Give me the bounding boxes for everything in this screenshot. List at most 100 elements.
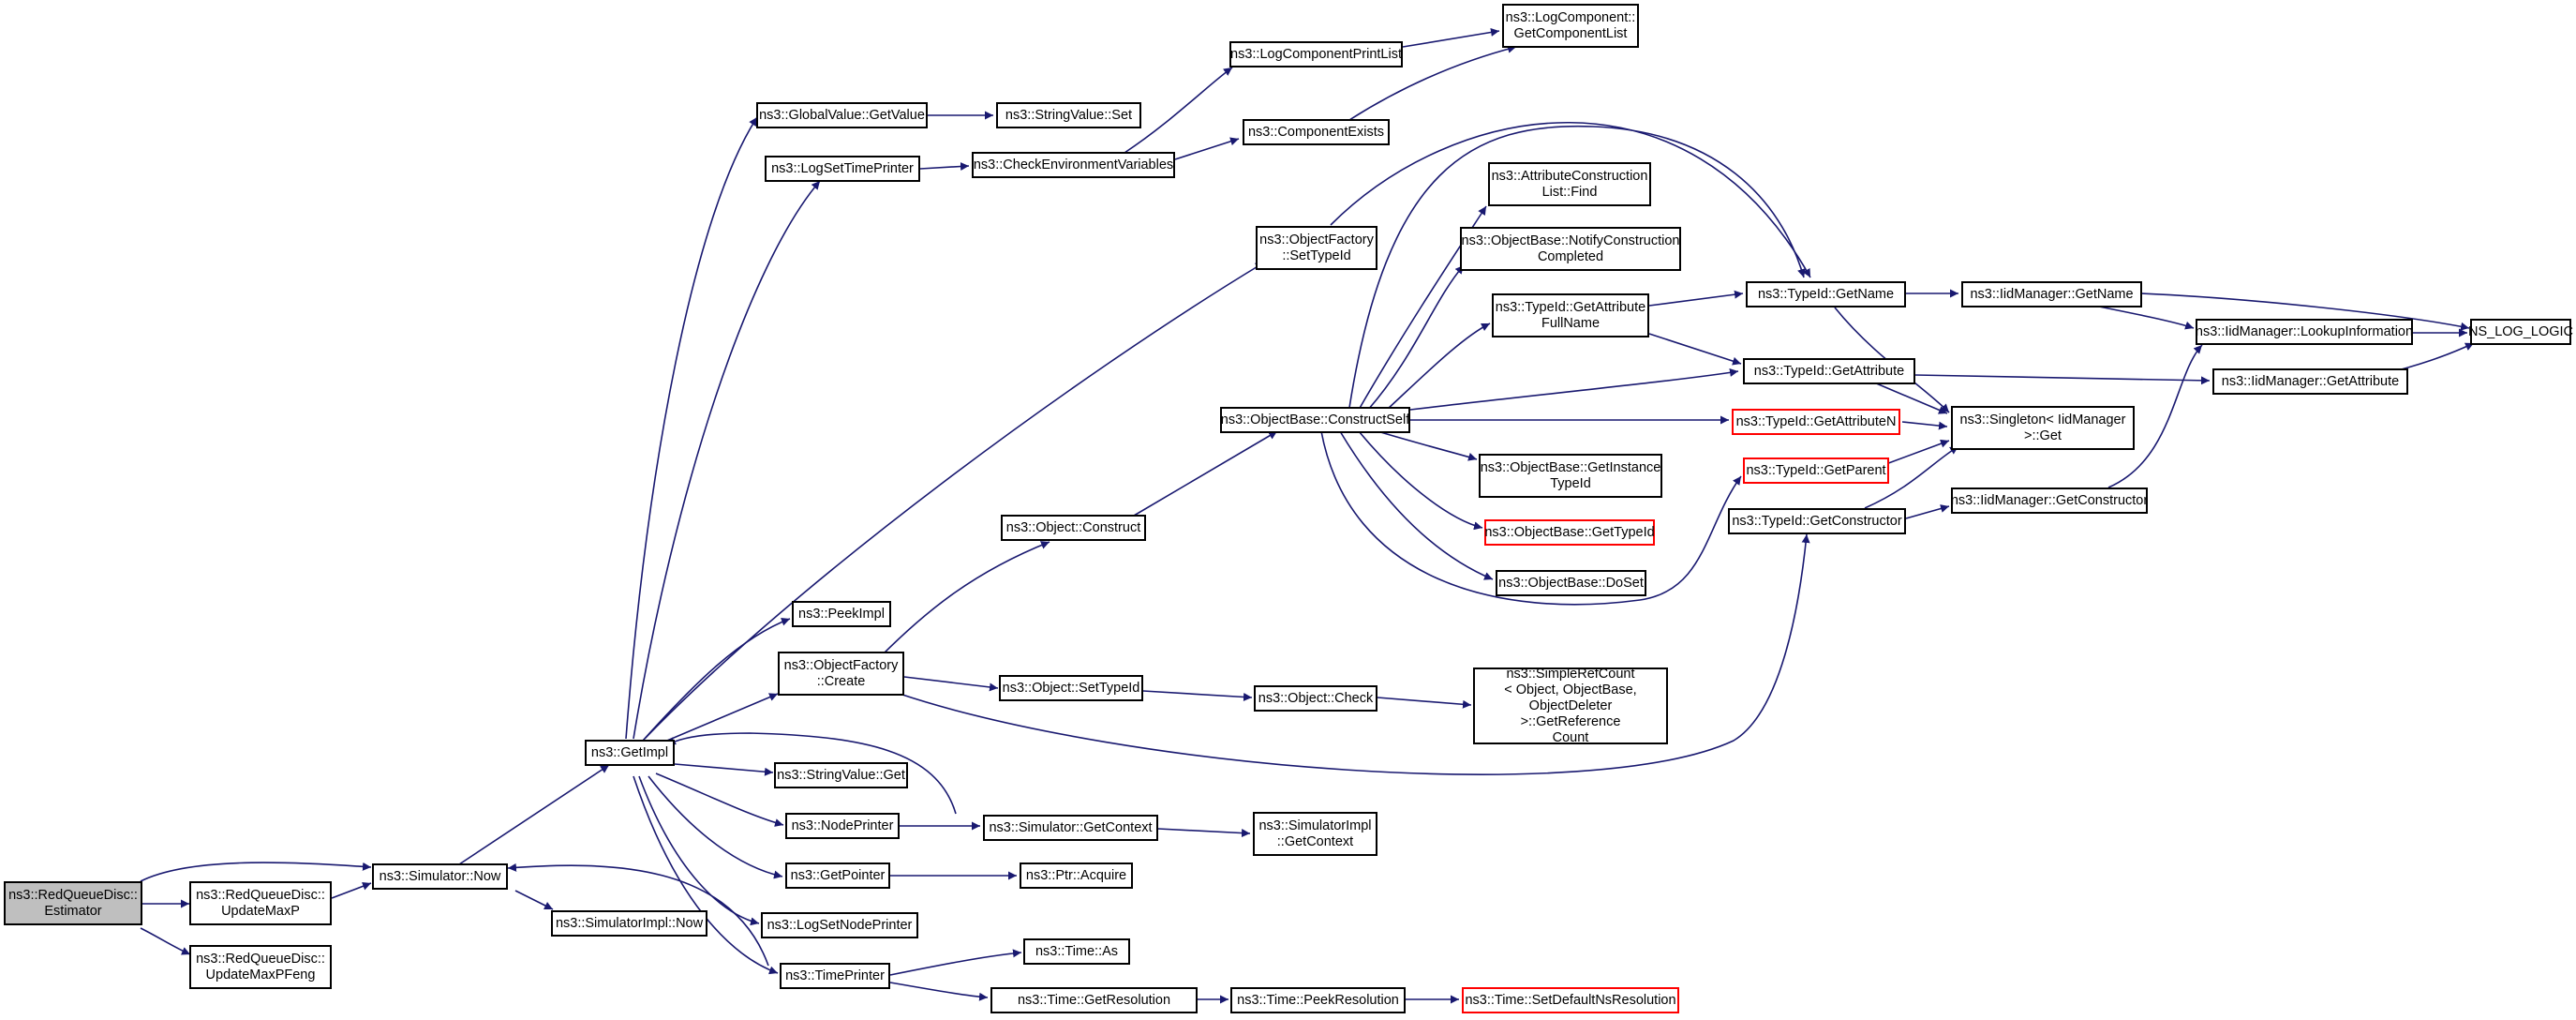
- node-simulator-now[interactable]: ns3::Simulator::Now: [372, 863, 508, 890]
- edge-constructself-getattrfull: [1386, 322, 1491, 411]
- node-simulatorimpl-now[interactable]: ns3::SimulatorImpl::Now: [551, 910, 707, 937]
- node-object-construct[interactable]: ns3::Object::Construct: [1001, 515, 1146, 541]
- edge-getimpl-logsetnode: [638, 775, 760, 926]
- edge-iidgetconstr-iidlookup: [2107, 344, 2203, 488]
- node-objectbase-doset[interactable]: ns3::ObjectBase::DoSet: [1496, 570, 1646, 596]
- edge-timeprinter-simnow: [507, 862, 769, 967]
- node-object-check[interactable]: ns3::Object::Check: [1254, 685, 1377, 712]
- node-ptr-acquire[interactable]: ns3::Ptr::Acquire: [1020, 862, 1133, 889]
- edge-tidgetconstr-singleton: [1864, 445, 1959, 509]
- edge-logsettime-checkenv: [919, 162, 970, 172]
- node-iidmanager-getname[interactable]: ns3::IidManager::GetName: [1961, 281, 2142, 308]
- node-objectbase-gettypeid[interactable]: ns3::ObjectBase::GetTypeId: [1484, 519, 1655, 546]
- node-checkenvironmentvariables[interactable]: ns3::CheckEnvironmentVariables: [972, 152, 1175, 178]
- node-getimpl[interactable]: ns3::GetImpl: [585, 740, 675, 766]
- node-time-peekresolution[interactable]: ns3::Time::PeekResolution: [1230, 987, 1406, 1013]
- node-simplerefcount-getreferencecount[interactable]: ns3::SimpleRefCount < Object, ObjectBase…: [1473, 667, 1668, 745]
- node-iidmanager-getattribute[interactable]: ns3::IidManager::GetAttribute: [2212, 368, 2408, 395]
- node-nodeprinter[interactable]: ns3::NodePrinter: [785, 813, 900, 839]
- node-redqueuedisc-estimator: ns3::RedQueueDisc:: Estimator: [4, 881, 142, 925]
- node-componentexists[interactable]: ns3::ComponentExists: [1243, 119, 1390, 145]
- edge-estimator-simnow: [140, 862, 372, 882]
- edge-estimator-updatemaxpfeng: [140, 927, 191, 955]
- edge-objcheck-simplerefcount: [1377, 697, 1472, 709]
- edge-tidgetattr-iidgetattr: [1914, 374, 2211, 385]
- edge-simnow-simimplnow: [514, 890, 554, 910]
- node-typeid-getattributefullname[interactable]: ns3::TypeId::GetAttribute FullName: [1492, 293, 1649, 338]
- node-peekimpl[interactable]: ns3::PeekImpl: [792, 601, 891, 627]
- node-simulator-getcontext[interactable]: ns3::Simulator::GetContext: [983, 815, 1158, 841]
- node-objectfactory-settypeid[interactable]: ns3::ObjectFactory ::SetTypeId: [1256, 226, 1377, 270]
- edge-tidgetattr-singleton: [1873, 382, 1948, 414]
- edge-getimpl-getpointer: [648, 775, 783, 879]
- node-timeprinter[interactable]: ns3::TimePrinter: [780, 963, 890, 989]
- node-getpointer[interactable]: ns3::GetPointer: [785, 862, 890, 889]
- edge-ofsettypeid-tidgetname: [1330, 122, 1811, 278]
- node-ns-log-logic[interactable]: NS_LOG_LOGIC: [2468, 319, 2573, 345]
- node-object-settypeid[interactable]: ns3::Object::SetTypeId: [999, 675, 1143, 701]
- node-objectbase-getinstancetypeid[interactable]: ns3::ObjectBase::GetInstance TypeId: [1479, 454, 1662, 498]
- node-redqueuedisc-updatemaxpfeng[interactable]: ns3::RedQueueDisc:: UpdateMaxPFeng: [189, 945, 332, 989]
- edge-ofcreate-tidgetconstr: [899, 533, 1810, 775]
- edge-constructself-tidgetparent: [1320, 430, 1742, 606]
- edge-constructself-tidgetname: [1348, 125, 1806, 409]
- node-globalvalue-getvalue[interactable]: ns3::GlobalValue::GetValue: [756, 102, 928, 128]
- edge-constructself-getinstance: [1377, 430, 1478, 461]
- node-logcomponentprintlist[interactable]: ns3::LogComponentPrintList: [1229, 41, 1403, 68]
- node-iidmanager-getconstructor[interactable]: ns3::IidManager::GetConstructor: [1951, 488, 2148, 514]
- edge-logcomplist-logcompget: [1402, 28, 1500, 48]
- edge-constructself-dosset: [1339, 430, 1494, 580]
- edge-iidgetname-iidlookup: [2089, 304, 2195, 330]
- node-time-getresolution[interactable]: ns3::Time::GetResolution: [990, 987, 1198, 1013]
- edge-timeprinter-timegetres: [889, 982, 989, 1001]
- edge-getimpl-gvgetvalue: [625, 116, 758, 740]
- node-redqueuedisc-updatemaxp[interactable]: ns3::RedQueueDisc:: UpdateMaxP: [189, 881, 332, 925]
- node-iidmanager-lookupinformation[interactable]: ns3::IidManager::LookupInformation: [2196, 319, 2413, 345]
- node-typeid-getattributen[interactable]: ns3::TypeId::GetAttributeN: [1732, 409, 1900, 435]
- node-logcomponent-getcomponentlist[interactable]: ns3::LogComponent:: GetComponentList: [1502, 4, 1639, 48]
- edge-constructself-notifyconstr: [1367, 264, 1465, 411]
- edge-objsettypeid-objcheck: [1142, 690, 1253, 701]
- edge-checkenv-compexists: [1174, 137, 1240, 160]
- node-time-as[interactable]: ns3::Time::As: [1023, 938, 1130, 965]
- node-objectbase-constructself[interactable]: ns3::ObjectBase::ConstructSelf: [1220, 407, 1410, 433]
- edge-getattrfull-tidgetattr: [1648, 333, 1742, 366]
- node-typeid-getname[interactable]: ns3::TypeId::GetName: [1746, 281, 1906, 308]
- node-stringvalue-get[interactable]: ns3::StringValue::Get: [774, 762, 908, 788]
- edge-updatemaxp-simnow: [331, 881, 372, 899]
- node-logsettimeprinter[interactable]: ns3::LogSetTimePrinter: [765, 156, 920, 182]
- edge-getimpl-peekimpl: [642, 617, 791, 742]
- edge-iidgetname-nslog: [2140, 292, 2470, 331]
- edge-ofcreate-objconstruct: [880, 541, 1050, 657]
- node-singleton-iidmanager-get[interactable]: ns3::Singleton< IidManager >::Get: [1951, 406, 2135, 450]
- node-typeid-getconstructor[interactable]: ns3::TypeId::GetConstructor: [1728, 508, 1906, 534]
- node-time-setdefaultnsresolution[interactable]: ns3::Time::SetDefaultNsResolution: [1462, 987, 1679, 1013]
- edge-tidgetparent-singleton: [1883, 439, 1950, 466]
- node-simulatorimpl-getcontext[interactable]: ns3::SimulatorImpl ::GetContext: [1253, 812, 1377, 856]
- node-logsetnodeprinter[interactable]: ns3::LogSetNodePrinter: [761, 912, 918, 938]
- edge-ofcreate-objsettypeid: [903, 676, 999, 692]
- edge-constructself-attrconstr: [1358, 205, 1487, 411]
- edge-constructself-tidgetattr: [1409, 368, 1739, 411]
- edge-getimpl-logsettime: [633, 180, 821, 740]
- node-objectfactory-create[interactable]: ns3::ObjectFactory ::Create: [778, 652, 904, 696]
- edge-getimpl-nodeprinter: [655, 772, 784, 827]
- edge-compexists-logcompget: [1348, 44, 1517, 121]
- node-stringvalue-set[interactable]: ns3::StringValue::Set: [996, 102, 1141, 128]
- edge-simgetctx-simimplgetctx: [1157, 828, 1251, 838]
- edge-checkenv-logcomplist: [1124, 67, 1233, 154]
- node-attributeconstructionlist-find[interactable]: ns3::AttributeConstruction List::Find: [1488, 162, 1651, 206]
- edge-timeprinter-timeas: [889, 949, 1022, 976]
- edge-getimpl-ofcreate: [655, 693, 779, 746]
- node-typeid-getattribute[interactable]: ns3::TypeId::GetAttribute: [1743, 358, 1915, 384]
- edge-simgetctx-getimpl: [666, 732, 957, 815]
- node-typeid-getparent[interactable]: ns3::TypeId::GetParent: [1743, 458, 1889, 484]
- edge-objconstruct-constructself: [1133, 430, 1278, 517]
- edge-getimpl-ofsettypeid: [644, 262, 1265, 740]
- edge-getimpl-strget: [674, 763, 774, 776]
- edge-simnow-getimpl: [458, 764, 610, 865]
- edge-tidgetconstr-iidgetconstr: [1905, 504, 1950, 519]
- edge-constructself-obgettypeid: [1358, 430, 1483, 531]
- node-objectbase-notifyconstructioncompleted[interactable]: ns3::ObjectBase::NotifyConstruction Comp…: [1460, 227, 1681, 271]
